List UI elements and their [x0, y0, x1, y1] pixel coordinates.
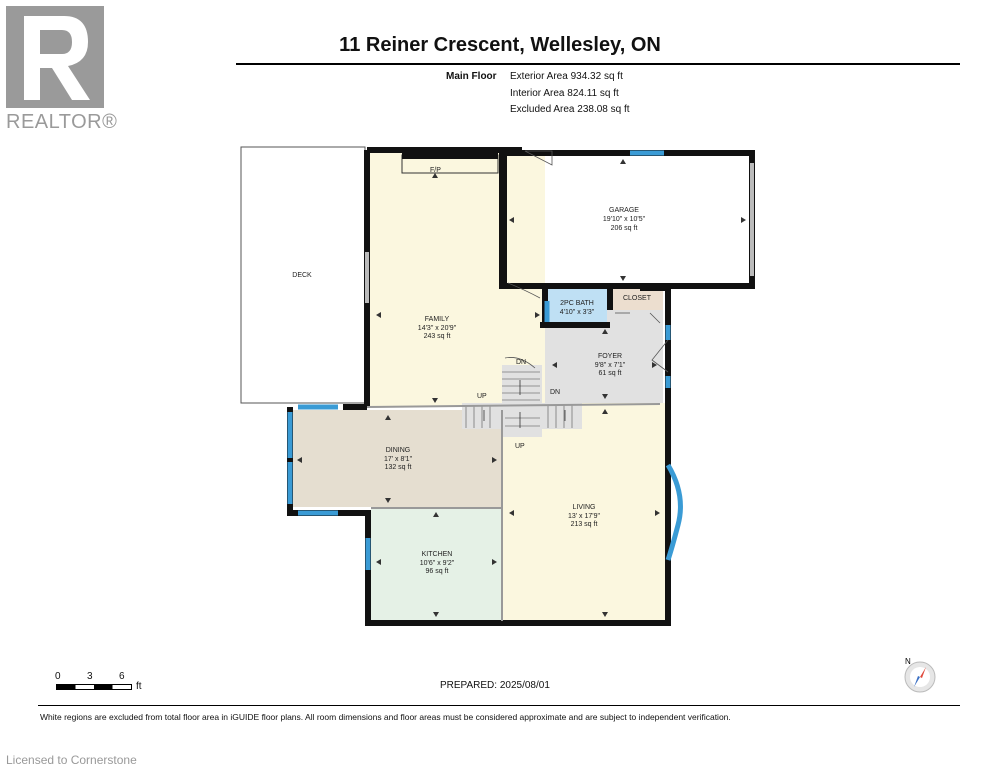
license-text: Licensed to Cornerstone [6, 753, 137, 767]
stairs-fill-2 [502, 365, 542, 437]
stairs-down-label-2: DN [550, 389, 560, 396]
closet-label: CLOSET [623, 295, 652, 302]
bath-fill [545, 287, 607, 323]
living-fill [502, 403, 665, 621]
door-swings [504, 150, 669, 373]
interior-area: Interior Area 824.11 sq ft [510, 88, 619, 99]
disclaimer-text: White regions are excluded from total fl… [40, 712, 731, 722]
exterior-area: Exterior Area 934.32 sq ft [510, 71, 623, 82]
fireplace-label: F/P [430, 167, 441, 174]
living-dims: 13' x 17'9" [568, 513, 601, 520]
title-rule [236, 63, 960, 65]
scale-bar [56, 684, 132, 690]
kitchen-fill [371, 507, 502, 621]
family-area: 243 sq ft [424, 333, 451, 340]
dimension-ticks [297, 159, 746, 617]
footer-rule [38, 705, 960, 706]
living-area: 213 sq ft [571, 521, 598, 528]
scale-tick-6: 6 [119, 671, 125, 682]
scale-tick-3: 3 [87, 671, 93, 682]
stair-arrows [483, 380, 566, 428]
garage-label: GARAGE [609, 207, 639, 214]
deck-label: DECK [292, 272, 312, 279]
stairs-down-label: DN [516, 359, 526, 366]
windows [287, 150, 683, 570]
foyer-area: 61 sq ft [599, 370, 622, 377]
foyer-label: FOYER [598, 353, 622, 360]
garage-dims: 19'10" x 10'5" [603, 216, 646, 223]
stairs-up-label: UP [477, 393, 487, 400]
interior-lines [366, 403, 661, 621]
kitchen-label: KITCHEN [422, 551, 453, 558]
floor-label: Main Floor [446, 71, 497, 82]
page-title: 11 Reiner Crescent, Wellesley, ON [339, 34, 661, 56]
foyer-dims: 9'8" x 7'1" [595, 362, 626, 369]
stair-treads [465, 371, 573, 428]
dining-area: 132 sq ft [385, 464, 412, 471]
excluded-area: Excluded Area 238.08 sq ft [510, 104, 630, 115]
family-room-fill [370, 150, 545, 407]
scale-tick-0: 0 [55, 671, 61, 682]
living-label: LIVING [573, 504, 596, 511]
family-dims: 14'3" x 20'9" [418, 325, 457, 332]
dining-dims: 17' x 8'1" [384, 456, 413, 463]
dining-label: DINING [386, 447, 411, 454]
closet-fill [612, 287, 663, 310]
bath-label: 2PC BATH [560, 300, 594, 307]
prepared-date: PREPARED: 2025/08/01 [440, 680, 550, 691]
realtor-logo [6, 6, 104, 108]
bath-dims: 4'10" x 3'3" [560, 309, 595, 316]
compass-icon: N [900, 656, 938, 694]
garage-area: 206 sq ft [611, 225, 638, 232]
compass-north-label: N [905, 657, 911, 666]
kitchen-dims: 10'6" x 9'2" [420, 560, 455, 567]
stairs-up-label-2: UP [515, 443, 525, 450]
kitchen-area: 96 sq ft [426, 568, 449, 575]
family-label: FAMILY [425, 316, 450, 323]
scale-unit: ft [136, 681, 142, 692]
realtor-wordmark: REALTOR® [6, 111, 118, 133]
